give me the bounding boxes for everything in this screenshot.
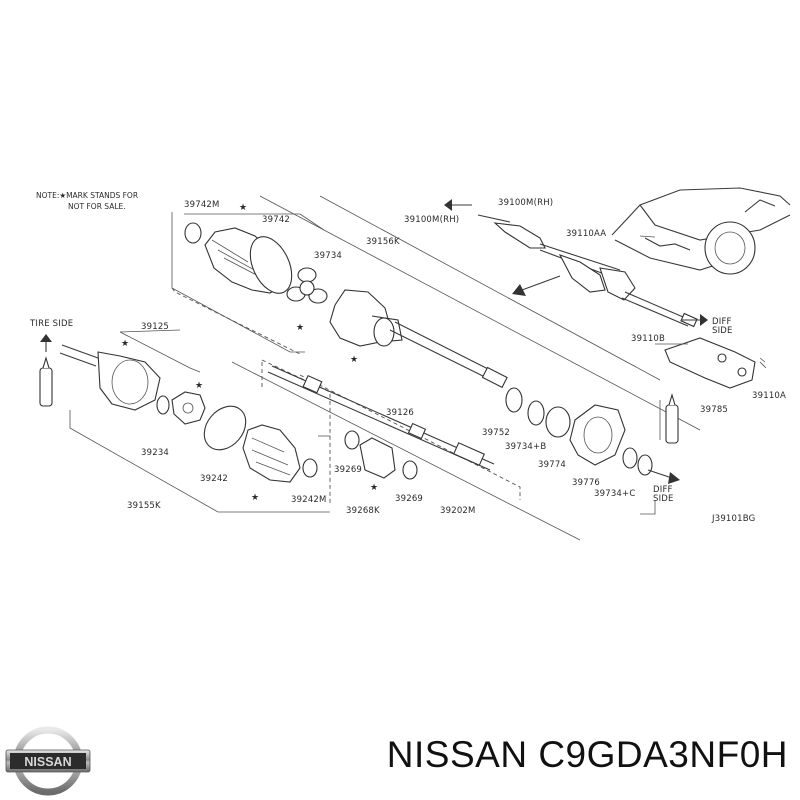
star-mark: ★ (239, 203, 247, 213)
part-label: 39269 (334, 465, 362, 475)
part-label: 39100M(RH) (498, 198, 553, 208)
arrow-icon (444, 199, 472, 211)
part-label: 39242 (200, 474, 228, 484)
leader-line (299, 213, 325, 231)
arrow-icon (512, 275, 561, 296)
leader-line (69, 410, 330, 513)
part-label: 39752 (482, 428, 510, 438)
part-label: 39734 (314, 251, 342, 261)
part-label: 39742M (184, 200, 220, 210)
note-line-2: NOT FOR SALE. (68, 202, 126, 211)
leader-line (119, 329, 181, 333)
part-label: 39234 (141, 448, 169, 458)
part-label: 39268K (346, 506, 380, 516)
part-label: 39242M (291, 495, 327, 505)
part-label: 39734+C (594, 489, 636, 499)
star-mark: ★ (370, 483, 378, 493)
star-mark: ★ (121, 339, 129, 349)
part-label: 39155K (127, 501, 161, 511)
vehicle-sketch (611, 187, 791, 275)
brand-row: NISSAN NISSAN C9GDA3NF0H (0, 718, 800, 800)
part-label: 39776 (572, 478, 600, 488)
leader-line (639, 235, 656, 238)
dashed-frame (261, 359, 331, 505)
part-label: 39100M(RH) (404, 215, 459, 225)
leader-line (231, 361, 581, 541)
tripod-joint (286, 267, 328, 304)
note-line-1: NOTE:★MARK STANDS FOR (36, 191, 138, 200)
leader-line (171, 212, 305, 353)
damper (344, 430, 418, 480)
part-label: 39269 (395, 494, 423, 504)
part-label: 39156K (366, 237, 400, 247)
svg-text:NISSAN: NISSAN (24, 755, 71, 769)
mounting-bracket (664, 337, 767, 389)
nissan-logo: NISSAN (5, 726, 91, 796)
arrow-icon (682, 314, 708, 326)
diff-side-label: DIFF (653, 485, 673, 495)
part-label: 39742 (262, 215, 290, 225)
leader-line (119, 331, 201, 373)
star-mark: ★ (195, 381, 203, 391)
star-mark: ★ (251, 493, 259, 503)
part-label: 39125 (141, 322, 169, 332)
boot-band-lower (203, 405, 247, 451)
diff-side-label: DIFF (712, 317, 732, 327)
part-label: 39110B (631, 334, 665, 344)
drive-shaft-lower (267, 365, 495, 471)
circlip (184, 222, 202, 244)
part-label: 39785 (700, 405, 728, 415)
grease-tube-icon (665, 393, 679, 444)
star-mark: ★ (350, 355, 358, 365)
leader-line (259, 195, 701, 431)
part-label: 39110A (752, 391, 786, 401)
dashed-frame (299, 374, 521, 500)
snap-ring (156, 395, 170, 415)
part-label: 39774 (538, 460, 566, 470)
part-number: NISSAN C9GDA3NF0H (386, 734, 788, 775)
part-label: 39202M (440, 506, 476, 516)
drawing-code: J39101BG (711, 514, 755, 524)
diff-side-label: SIDE (712, 326, 733, 336)
leader-line (640, 500, 656, 515)
diff-side-label: SIDE (653, 494, 674, 504)
part-label: 39110AA (566, 229, 606, 239)
star-mark: ★ (296, 323, 304, 333)
part-label: 39126 (386, 408, 414, 418)
drive-shaft-upper (389, 321, 508, 389)
inner-joint-housing (329, 289, 403, 347)
boot-band (249, 236, 293, 294)
inner-boot (242, 424, 301, 483)
leader-line (319, 195, 661, 381)
part-label: 39734+B (505, 442, 546, 452)
clamp (302, 458, 318, 478)
grease-tube-icon (39, 356, 53, 407)
dashed-frame (171, 287, 301, 355)
outer-cv-joint (59, 344, 161, 411)
tire-side-label: TIRE SIDE (29, 319, 73, 329)
arrow-icon (40, 334, 52, 352)
bearing-parts (505, 387, 653, 476)
inner-joint-ring (171, 391, 206, 425)
arrow-icon (647, 469, 680, 484)
